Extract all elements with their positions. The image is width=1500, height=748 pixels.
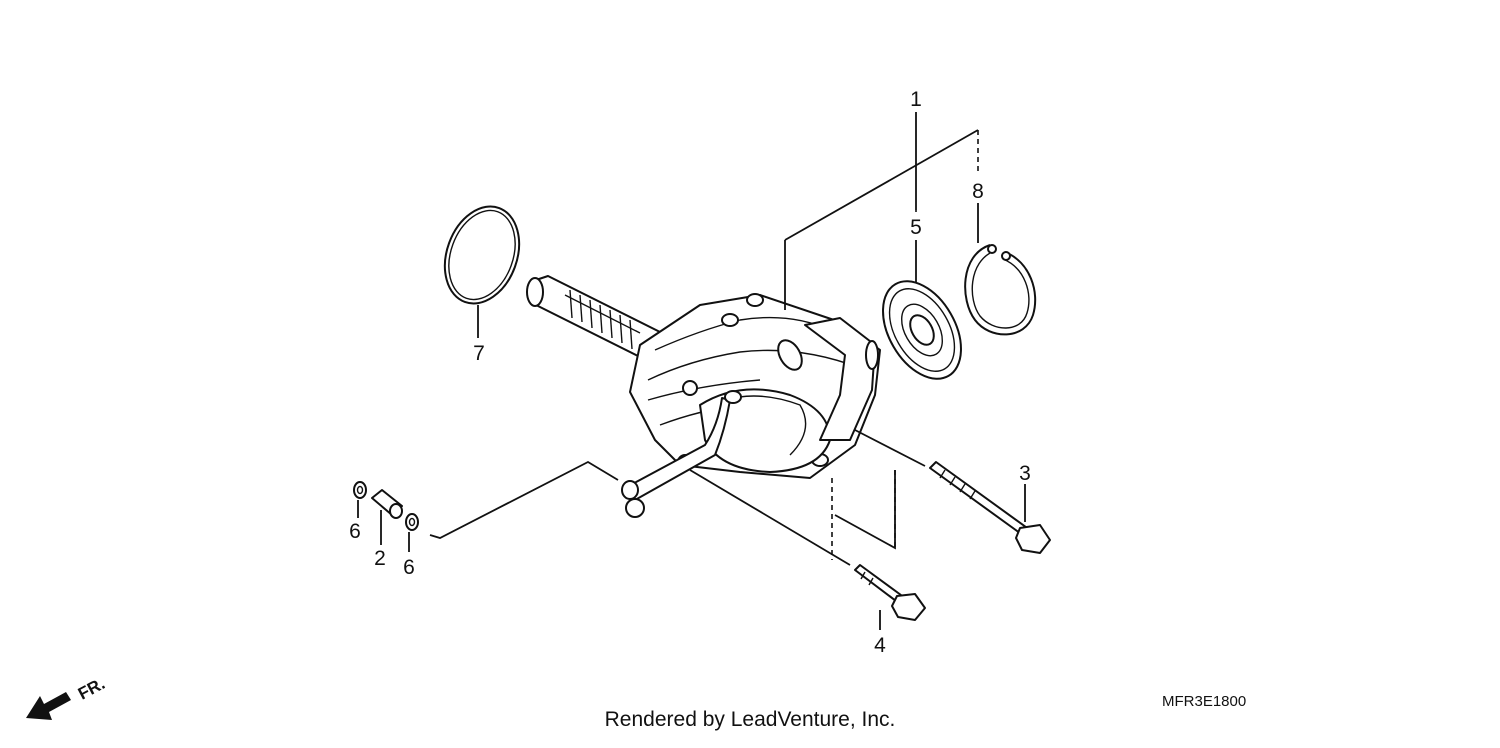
snap-ring-part[interactable] — [964, 244, 1037, 336]
output-shaft-part[interactable] — [526, 275, 669, 363]
front-direction-label: FR. — [75, 674, 108, 704]
callout-1: 1 — [910, 88, 922, 111]
washer-6a-part[interactable] — [353, 481, 367, 499]
leader-lines — [357, 112, 1026, 630]
o-ring-part[interactable] — [432, 196, 532, 314]
callout-5: 5 — [910, 216, 922, 239]
vent-tube-part[interactable] — [621, 390, 742, 518]
bearing-part[interactable] — [867, 268, 977, 393]
callout-3: 3 — [1019, 462, 1031, 485]
diagram-code: MFR3E1800 — [1162, 693, 1247, 710]
callout-6-right: 6 — [403, 556, 415, 579]
callout-7: 7 — [473, 342, 485, 365]
callout-6-left: 6 — [349, 520, 361, 543]
gear-case-assembly-part[interactable] — [629, 293, 881, 479]
bolt-4-part[interactable] — [854, 564, 926, 621]
fitting-2-part[interactable] — [371, 489, 403, 519]
render-credit: Rendered by LeadVenture, Inc. — [604, 708, 896, 731]
callout-2: 2 — [374, 547, 386, 570]
callout-8: 8 — [972, 180, 984, 203]
bolt-3-part[interactable] — [929, 461, 1051, 554]
callout-4: 4 — [874, 634, 886, 657]
washer-6b-part[interactable] — [405, 513, 419, 531]
